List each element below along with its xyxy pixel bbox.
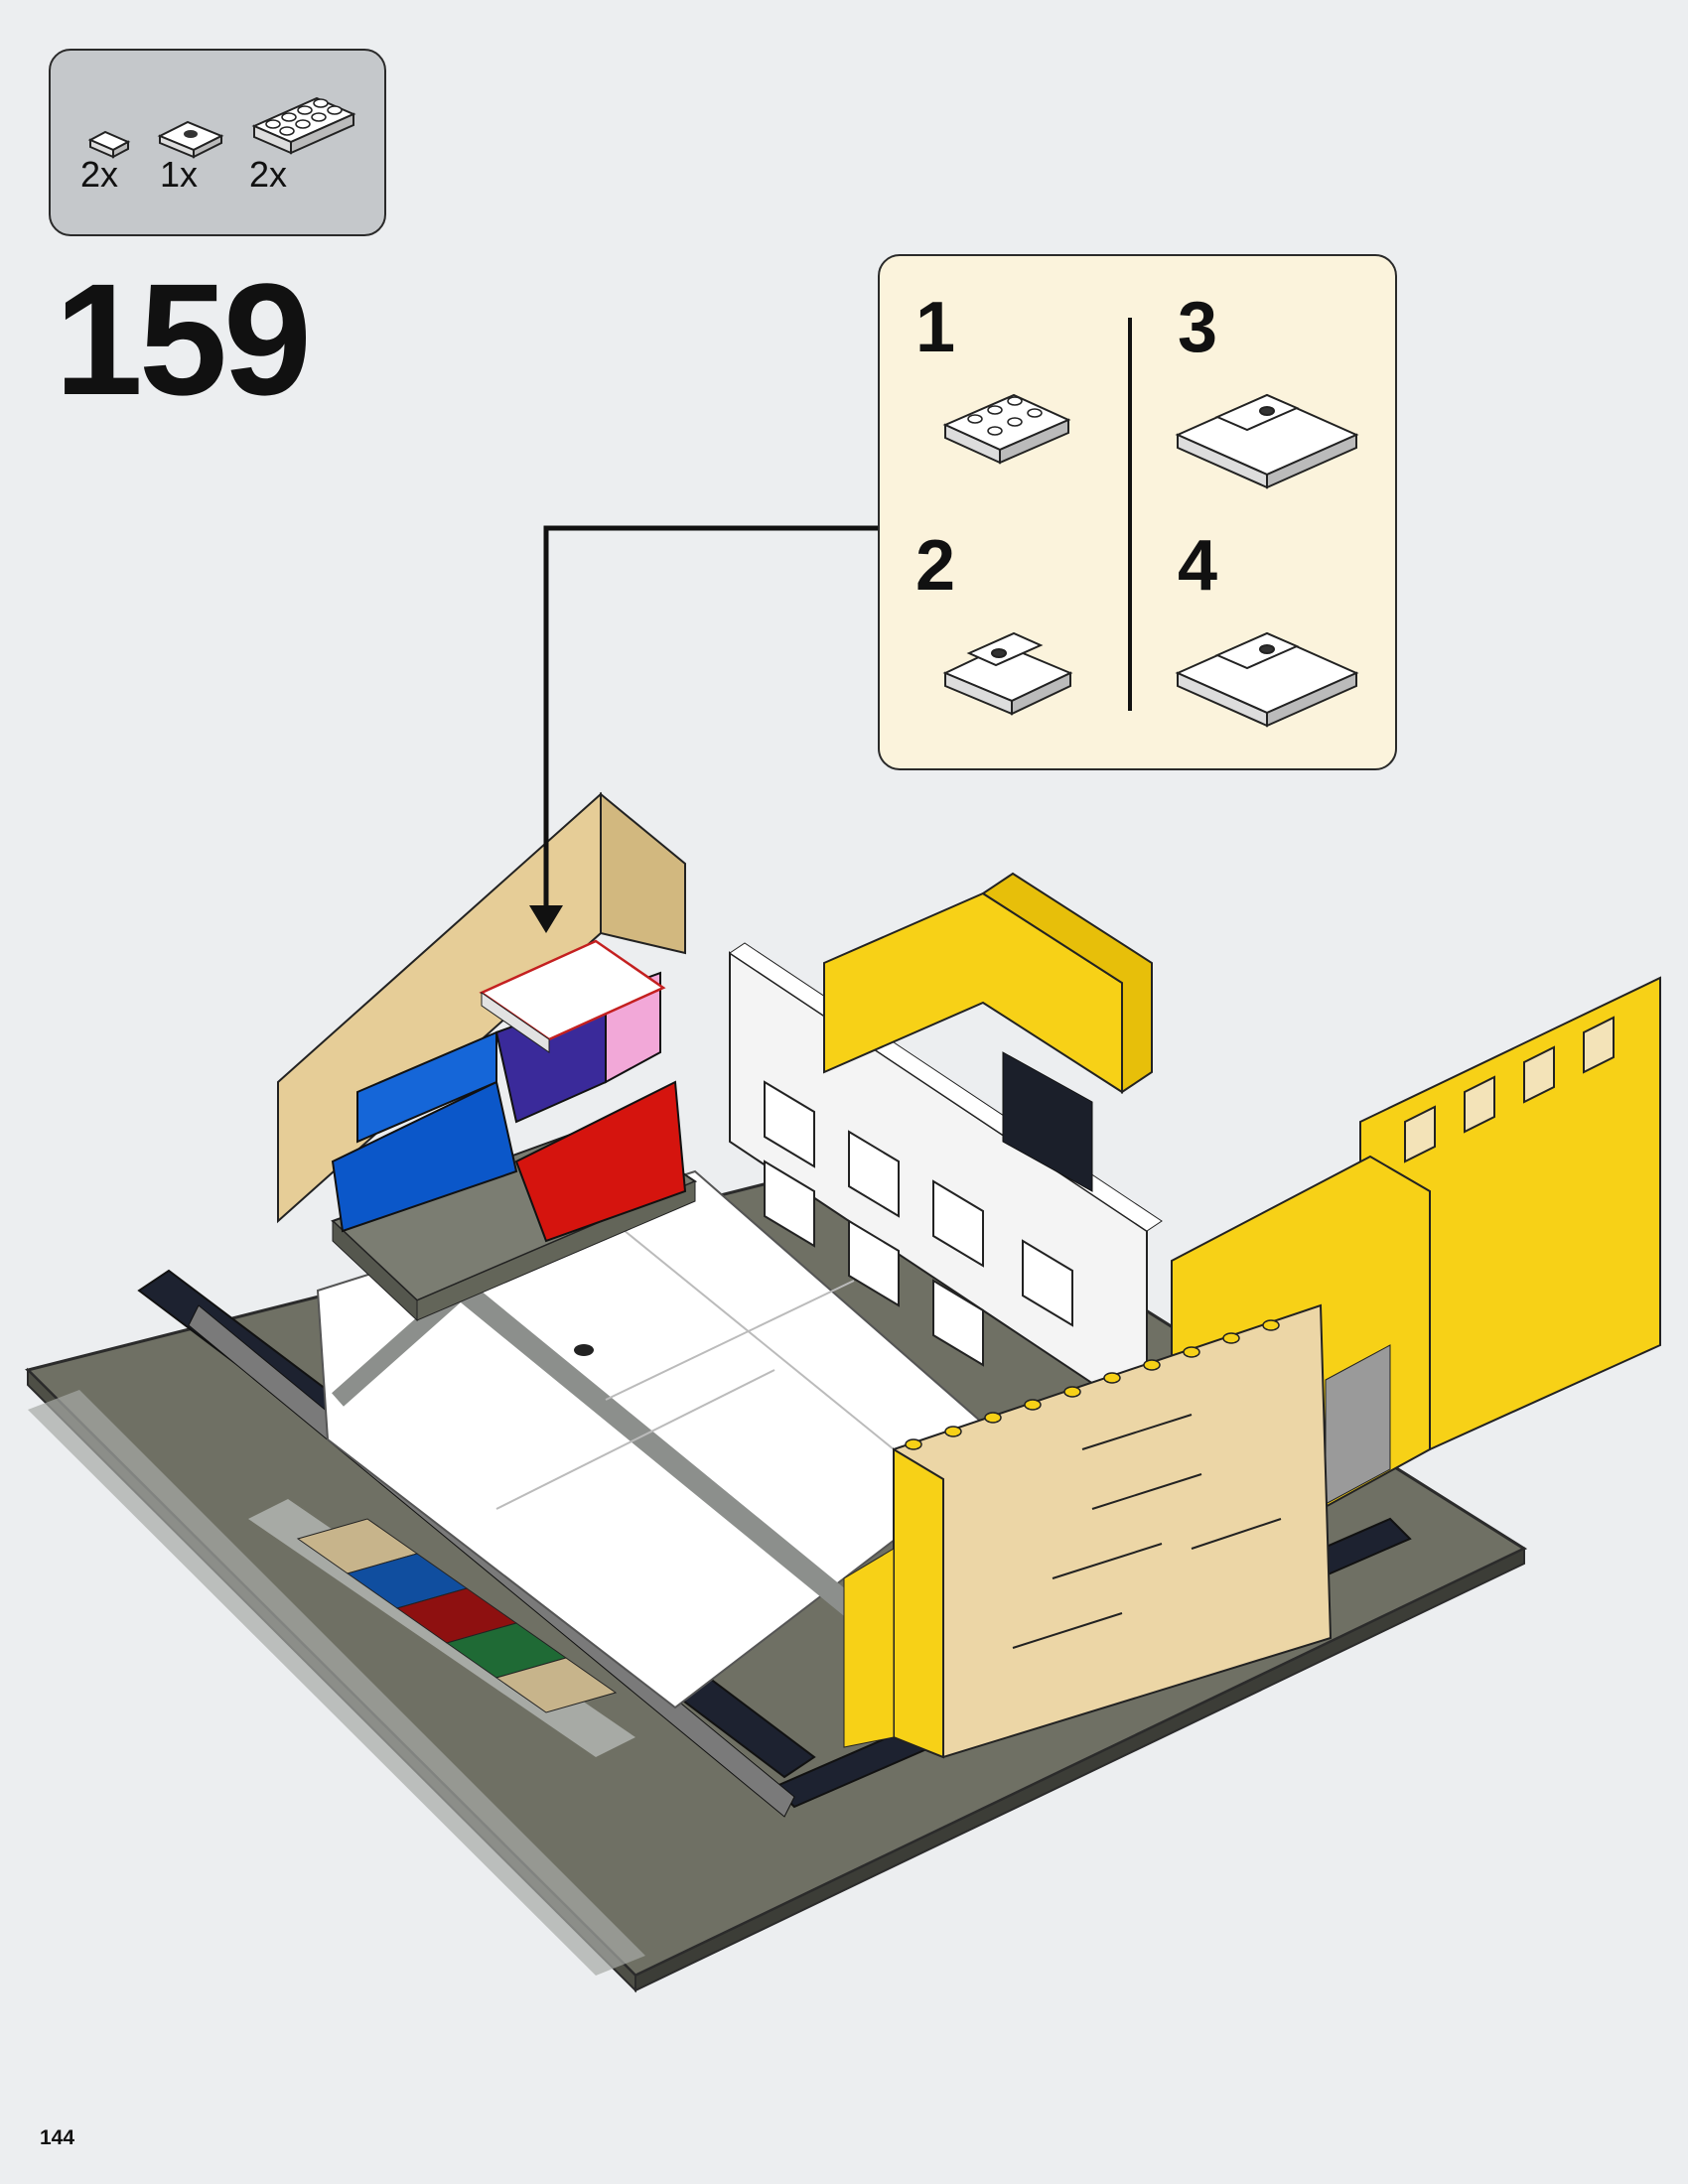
part-count-2: 1x — [160, 154, 199, 195]
sub-step-number-2: 2 — [915, 526, 956, 606]
page-number: 144 — [40, 2126, 75, 2149]
wall-top-studs — [905, 1319, 1280, 1450]
parts-icons — [87, 96, 356, 159]
sub-step-number-1: 1 — [915, 288, 956, 367]
sub-assembly-box: 1 2 3 4 — [878, 254, 1397, 770]
plate-2x3-icon — [942, 393, 1071, 465]
part-count-3: 2x — [249, 154, 288, 195]
plate-1x2-jumper-icon — [157, 120, 224, 159]
placement-arrow — [529, 525, 878, 933]
plate-assembly-icon — [1175, 393, 1359, 489]
sub-step-number-4: 4 — [1178, 526, 1218, 606]
plate-2x4-icon — [251, 96, 356, 155]
tile-1x1-icon — [87, 130, 131, 159]
new-white-plate — [479, 939, 666, 1053]
yellow-upper-building — [823, 872, 1153, 1192]
plate-assembly-complete-icon — [1175, 631, 1359, 728]
sidewalk-color-tiles — [296, 1518, 618, 1713]
part-count-1: 2x — [80, 154, 119, 195]
step-number: 159 — [55, 250, 312, 428]
sub-step-number-3: 3 — [1178, 288, 1218, 367]
plate-stack-icon — [942, 631, 1073, 716]
parts-list-box: 2x 1x 2x — [49, 49, 386, 236]
tan-front-wall — [843, 1303, 1333, 1759]
sub-assembly-drawings — [942, 318, 1359, 728]
